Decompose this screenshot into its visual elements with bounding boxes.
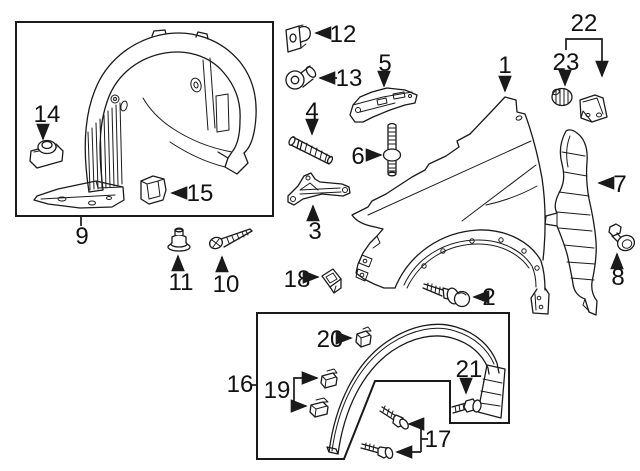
callout-11-label: 11 xyxy=(169,269,194,296)
clip-23-drawing xyxy=(551,87,573,107)
callout-5-label: 5 xyxy=(378,50,391,77)
bolt-2-drawing xyxy=(422,282,471,308)
stud-6-drawing xyxy=(382,122,402,177)
screw-17a-drawing xyxy=(379,405,409,430)
callout-13-label: 13 xyxy=(336,65,363,92)
callout-2-label: 2 xyxy=(482,284,495,311)
cap-nut-11-drawing xyxy=(167,227,191,252)
stud-bolt-4-drawing xyxy=(288,136,334,165)
callout-21-label: 21 xyxy=(456,356,483,383)
callout-6-label: 6 xyxy=(351,143,364,170)
callout-17-label: 17 xyxy=(425,426,452,453)
callout-19-label: 19 xyxy=(264,377,291,404)
arch-molding-drawing xyxy=(326,323,506,455)
bolt-21-drawing xyxy=(451,398,482,414)
callout-18-label: 18 xyxy=(284,266,311,293)
callout-9-label: 9 xyxy=(75,223,88,250)
bracket-5-drawing xyxy=(349,87,418,123)
callout-14-label: 14 xyxy=(34,101,61,128)
callout-7-label: 7 xyxy=(613,171,626,198)
callout-20-label: 20 xyxy=(317,326,344,353)
front-fender-drawing xyxy=(351,96,550,315)
callout-12-label: 12 xyxy=(330,21,357,48)
clip-19a-drawing xyxy=(320,368,338,389)
callout-8-label: 8 xyxy=(611,264,624,291)
fender-liner-drawing xyxy=(33,29,257,209)
callout-3-label: 3 xyxy=(308,218,321,245)
fender-liner-box xyxy=(15,21,274,217)
callout-16-label: 16 xyxy=(227,371,254,398)
grommet-nut-14-drawing xyxy=(29,139,64,169)
bolt-8-drawing xyxy=(608,223,636,252)
callout-1-label: 1 xyxy=(498,52,511,79)
arch-molding-box-group: 20 19 21 xyxy=(256,312,510,460)
screw-17b-drawing xyxy=(360,442,394,460)
arch-molding-box xyxy=(256,312,510,460)
callout-22-bracket xyxy=(565,38,609,78)
clip-18-drawing xyxy=(321,268,342,294)
fender-stay-7-drawing xyxy=(544,129,598,316)
tapping-screw-10-drawing xyxy=(208,228,253,250)
callout-23-label: 23 xyxy=(553,49,580,76)
clip-20-drawing xyxy=(355,326,372,348)
bracket-3-drawing xyxy=(287,172,351,206)
grommet-13-drawing xyxy=(285,65,317,90)
bracket-22-drawing xyxy=(579,94,608,123)
callout-15-label: 15 xyxy=(187,180,214,207)
fender-liner-box-group: 14 15 xyxy=(15,21,274,217)
callout-4-label: 4 xyxy=(305,98,318,125)
clip-19b-drawing xyxy=(309,397,329,418)
callout-19-bracket-top xyxy=(293,371,319,406)
clip-nut-12-drawing xyxy=(285,24,311,53)
clip-15-drawing xyxy=(140,175,167,205)
callout-10-label: 10 xyxy=(213,271,240,298)
callout-22-label: 22 xyxy=(571,10,598,37)
